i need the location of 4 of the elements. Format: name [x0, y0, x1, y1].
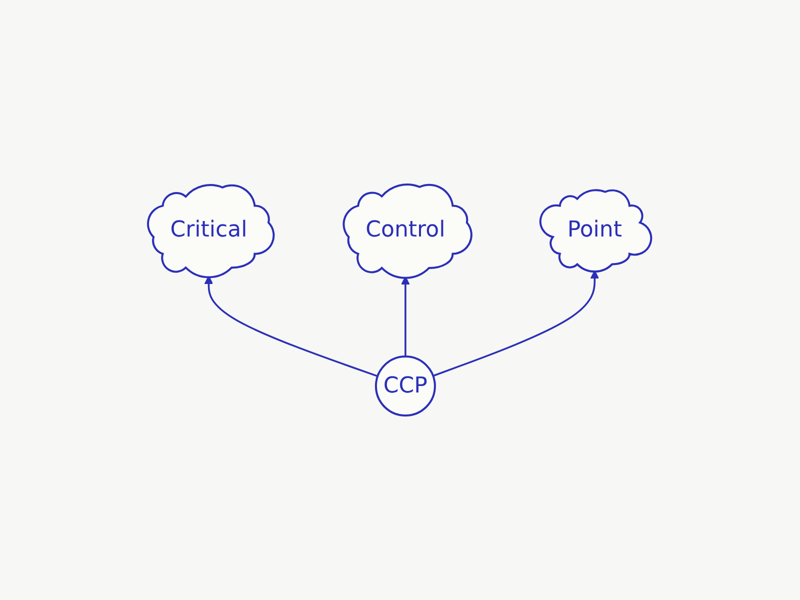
arrow: [204, 276, 378, 378]
arrow: [401, 276, 410, 357]
node-circle: CCP: [375, 356, 436, 417]
arrow: [433, 270, 600, 377]
